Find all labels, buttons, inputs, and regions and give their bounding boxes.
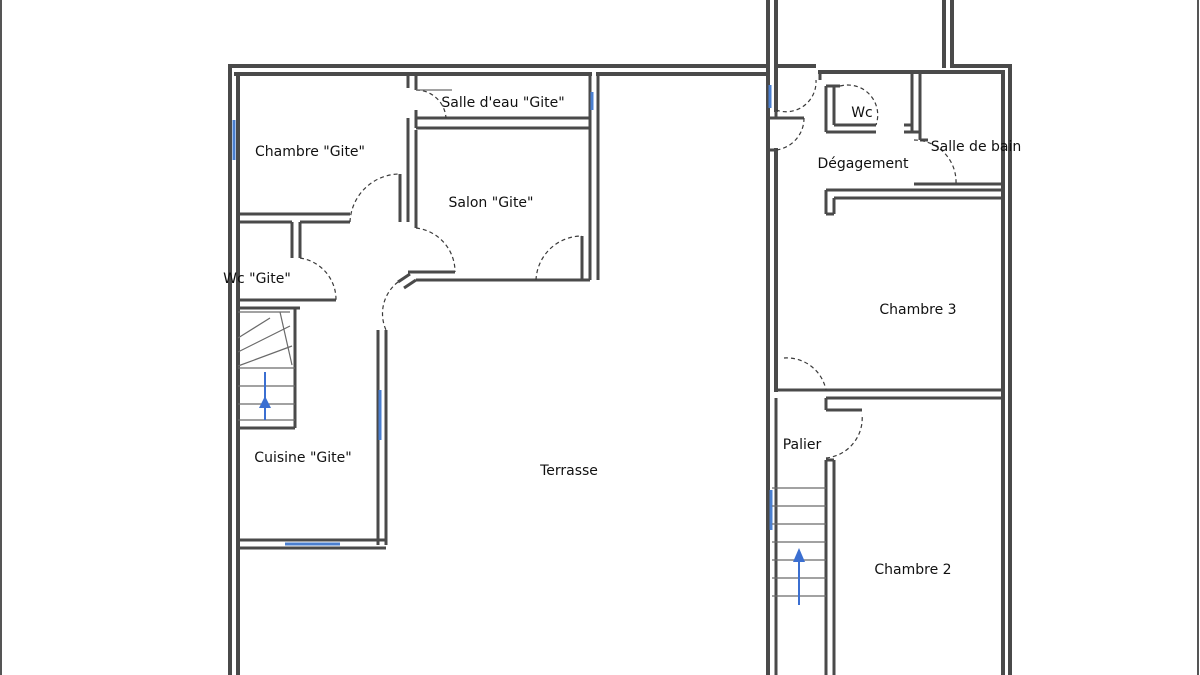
- gite-staircase: [237, 311, 295, 421]
- label-chambre-2: Chambre 2: [874, 562, 951, 578]
- right-block-walls: [768, 72, 1003, 675]
- right-staircase: [772, 487, 826, 605]
- right-block-door-swings: [775, 79, 957, 459]
- label-palier: Palier: [783, 437, 822, 453]
- label-salle-eau-gite: Salle d'eau "Gite": [441, 95, 564, 111]
- label-salon-gite: Salon "Gite": [449, 195, 534, 211]
- label-cuisine-gite: Cuisine "Gite": [254, 450, 351, 466]
- gite-door-swings: [299, 89, 583, 331]
- outer-walls: [228, 0, 1012, 675]
- gite-windows: [232, 92, 594, 546]
- label-terrasse: Terrasse: [539, 463, 598, 479]
- label-chambre-gite: Chambre "Gite": [255, 144, 365, 160]
- label-salle-de-bain: Salle de bain: [931, 139, 1022, 155]
- label-wc: Wc: [851, 105, 873, 121]
- label-degagement: Dégagement: [818, 156, 909, 172]
- gite-walls: [238, 74, 600, 550]
- right-block-windows: [768, 85, 773, 530]
- room-labels: Chambre "Gite" Salle d'eau "Gite" Salon …: [223, 95, 1021, 578]
- label-wc-gite: Wc "Gite": [223, 271, 291, 287]
- label-chambre-3: Chambre 3: [879, 302, 956, 318]
